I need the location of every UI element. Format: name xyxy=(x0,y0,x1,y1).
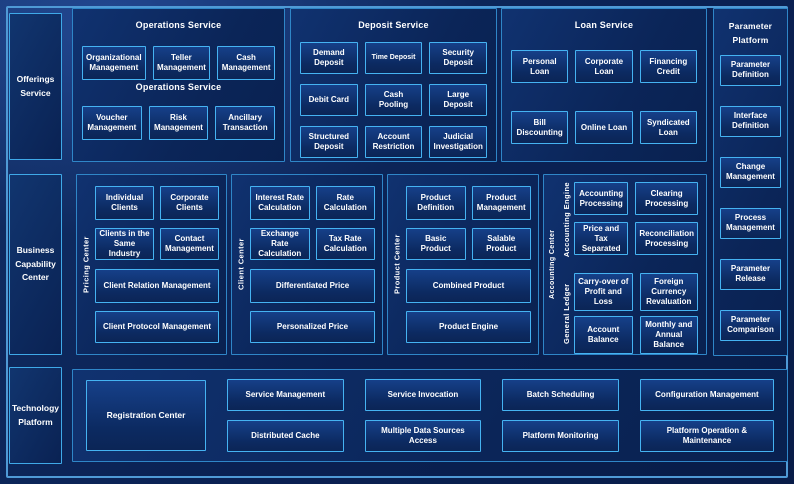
box-syndicated-loan: Syndicated Loan xyxy=(639,111,697,144)
accounting-center-label: Accounting Center xyxy=(549,229,556,300)
box-parameter-comparison: Parameter Comparison xyxy=(720,309,781,341)
loan-service-title: Loan Service xyxy=(574,20,634,30)
box-batch-scheduling: Batch Scheduling xyxy=(502,379,619,411)
box-process-management: Process Management xyxy=(720,207,781,239)
box-account-restriction: Account Restriction xyxy=(364,126,423,158)
box-clients-in-the-same-industry: Clients in the Same Industry xyxy=(95,228,154,261)
tech-column-1: Service Management Distributed Cache xyxy=(227,379,344,452)
box-registration-center: Registration Center xyxy=(86,380,206,451)
box-distributed-cache: Distributed Cache xyxy=(227,420,344,452)
box-time-deposit: Time Deposit xyxy=(364,42,423,74)
client-center-label: Client Center xyxy=(236,238,246,291)
box-cash-management: Cash Management xyxy=(217,46,275,80)
box-bill-discounting: Bill Discounting xyxy=(511,111,569,144)
box-individual-clients: Individual Clients xyxy=(95,185,154,220)
operations-service-subtitle: Operations Service xyxy=(135,82,222,92)
panel-deposit-service: Deposit Service Demand Deposit Time Depo… xyxy=(290,8,497,162)
product-center-label: Product Center xyxy=(392,234,402,295)
box-structured-deposit: Structured Deposit xyxy=(300,126,358,158)
box-monthly-and-annual-balance: Monthly and Annual Balance xyxy=(639,316,698,355)
box-organizational-management: Organizational Management xyxy=(82,46,146,80)
tech-column-3: Batch Scheduling Platform Monitoring xyxy=(502,379,619,452)
box-carry-over-of-profit-and-loss: Carry-over of Profit and Loss xyxy=(574,273,633,312)
box-accounting-processing: Accounting Processing xyxy=(574,182,629,215)
box-product-definition: Product Definition xyxy=(406,185,466,220)
box-ancillary-transaction: Ancillary Transaction xyxy=(215,106,276,140)
parameter-platform-title: Parameter Platform xyxy=(728,21,773,46)
box-salable-product: Salable Product xyxy=(471,228,531,261)
box-tax-rate-calculation: Tax Rate Calculation xyxy=(315,228,375,261)
box-price-and-tax-separated: Price and Tax Separated xyxy=(574,222,629,256)
rail-offerings-service: Offerings Service xyxy=(9,13,62,160)
general-ledger-label: General Ledger xyxy=(562,283,571,344)
box-product-management: Product Management xyxy=(471,185,531,220)
box-client-relation-management: Client Relation Management xyxy=(95,268,219,303)
box-online-loan: Online Loan xyxy=(575,111,633,144)
box-parameter-definition: Parameter Definition xyxy=(720,54,781,86)
panel-parameter-platform: Parameter Platform Parameter Definition … xyxy=(713,8,788,356)
panel-product-center: Product Center Product Definition Produc… xyxy=(387,174,539,355)
panel-loan-service: Loan Service Personal Loan Corporate Loa… xyxy=(501,8,707,162)
box-personal-loan: Personal Loan xyxy=(511,50,569,83)
box-multiple-data-sources-access: Multiple Data Sources Access xyxy=(364,420,482,452)
accounting-engine-label: Accounting Engine xyxy=(562,182,571,258)
box-cash-pooling: Cash Pooling xyxy=(364,84,423,116)
box-service-management: Service Management xyxy=(227,379,344,411)
box-corporate-loan: Corporate Loan xyxy=(575,50,633,83)
tech-column-2: Service Invocation Multiple Data Sources… xyxy=(364,379,482,452)
box-rate-calculation: Rate Calculation xyxy=(315,185,375,220)
tech-column-4: Configuration Management Platform Operat… xyxy=(639,379,774,452)
box-service-invocation: Service Invocation xyxy=(364,379,482,411)
panel-client-center: Client Center Interest Rate Calculation … xyxy=(231,174,383,355)
box-differentiated-price: Differentiated Price xyxy=(250,268,375,303)
box-corporate-clients: Corporate Clients xyxy=(160,185,219,220)
box-teller-management: Teller Management xyxy=(152,46,211,80)
box-exchange-rate-calculation: Exchange Rate Calculation xyxy=(250,228,310,261)
box-contact-management: Contact Management xyxy=(160,228,219,261)
box-reconciliation-processing: Reconciliation Processing xyxy=(635,222,698,256)
box-basic-product: Basic Product xyxy=(406,228,466,261)
box-foreign-currency-revaluation: Foreign Currency Revaluation xyxy=(639,273,698,312)
box-configuration-management: Configuration Management xyxy=(639,379,774,411)
panel-technology-platform: Registration Center Service Management D… xyxy=(72,369,788,462)
panel-pricing-center: Pricing Center Individual Clients Corpor… xyxy=(76,174,227,355)
rail-business-capability-center: Business Capability Center xyxy=(9,174,62,355)
operations-service-title: Operations Service xyxy=(135,20,222,30)
box-financing-credit: Financing Credit xyxy=(639,50,697,83)
box-product-engine: Product Engine xyxy=(406,311,531,344)
panel-operations-service: Operations Service Organizational Manage… xyxy=(72,8,285,162)
general-ledger-group: General Ledger Carry-over of Profit and … xyxy=(559,273,698,355)
box-parameter-release: Parameter Release xyxy=(720,258,781,290)
box-voucher-management: Voucher Management xyxy=(82,106,142,140)
rail-technology-platform-label: Technology Platform xyxy=(11,402,60,427)
rail-offerings-service-label: Offerings Service xyxy=(16,73,55,98)
box-account-balance: Account Balance xyxy=(574,316,633,355)
box-debit-card: Debit Card xyxy=(300,84,358,116)
panel-accounting-center: Accounting Center Accounting Engine Acco… xyxy=(543,174,707,355)
box-interface-definition: Interface Definition xyxy=(720,105,781,137)
rail-business-capability-center-label: Business Capability Center xyxy=(15,245,56,283)
box-demand-deposit: Demand Deposit xyxy=(300,42,358,74)
box-change-management: Change Management xyxy=(720,156,781,188)
box-large-deposit: Large Deposit xyxy=(429,84,488,116)
accounting-engine-group: Accounting Engine Accounting Processing … xyxy=(559,182,698,257)
pricing-center-label: Pricing Center xyxy=(81,236,91,293)
box-judicial-investigation: Judicial Investigation xyxy=(429,126,488,158)
box-platform-monitoring: Platform Monitoring xyxy=(502,420,619,452)
box-security-deposit: Security Deposit xyxy=(429,42,488,74)
deposit-service-title: Deposit Service xyxy=(358,20,429,30)
box-combined-product: Combined Product xyxy=(406,268,531,303)
box-platform-operation-maintenance: Platform Operation & Maintenance xyxy=(639,420,774,452)
box-client-protocol-management: Client Protocol Management xyxy=(95,311,219,344)
box-personalized-price: Personalized Price xyxy=(250,311,375,344)
rail-technology-platform: Technology Platform xyxy=(9,367,62,464)
box-interest-rate-calculation: Interest Rate Calculation xyxy=(250,185,310,220)
box-clearing-processing: Clearing Processing xyxy=(635,182,698,215)
box-risk-management: Risk Management xyxy=(148,106,209,140)
